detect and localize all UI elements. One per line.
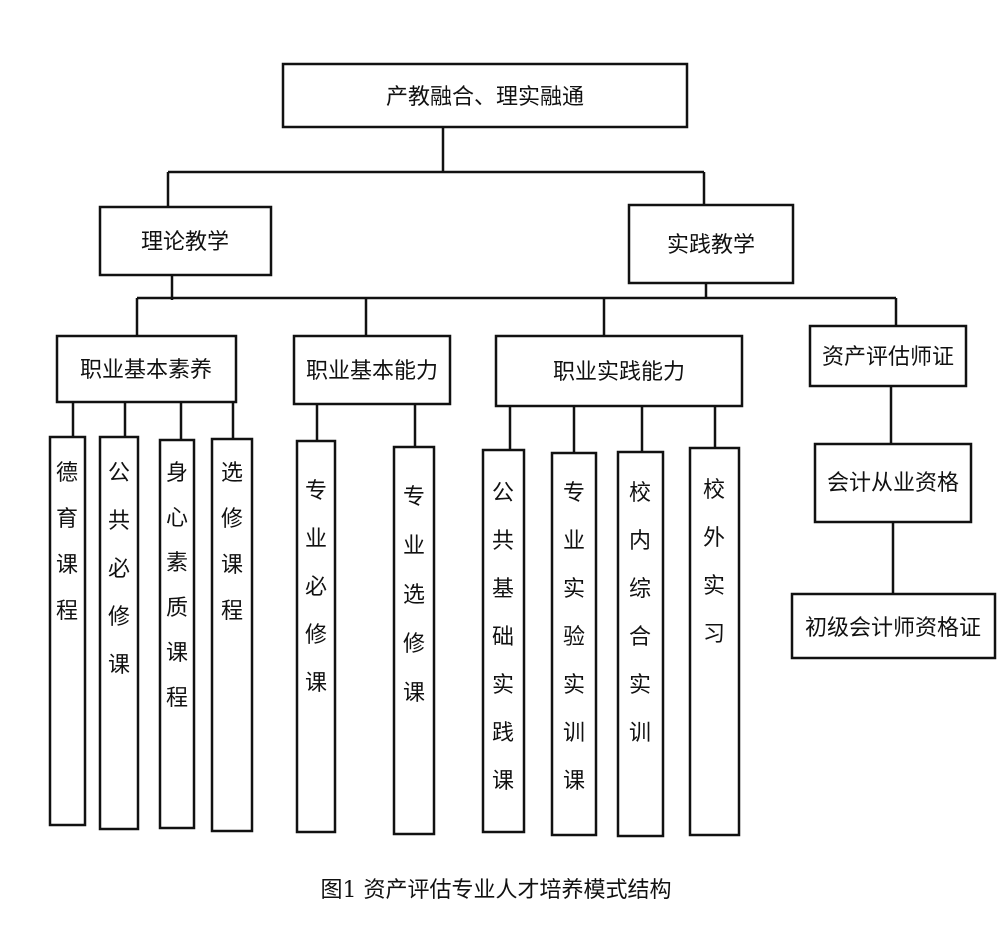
- category-node-suyang: 职业基本素养: [55, 334, 238, 404]
- category-node-nengli: 职业基本能力: [292, 334, 452, 406]
- leaf-box-gonggong-shijian: [481, 448, 526, 834]
- cert-label-chuji-kuaiji: 初级会计师资格证: [805, 616, 981, 641]
- leaf-label-gonggong-shijian: 公共基础实践课: [492, 481, 514, 794]
- branch-label-theory: 理论教学: [141, 230, 229, 255]
- leaf-box-xiaowai: [688, 446, 741, 837]
- category-label-nengli: 职业基本能力: [306, 359, 438, 384]
- leaf-label-deyu: 德育课程: [56, 461, 78, 624]
- branch-label-practice: 实践教学: [667, 233, 755, 258]
- leaf-label-xiaowai: 校外实习: [703, 478, 725, 647]
- leaf-box-xuanxiu: [210, 437, 254, 833]
- category-label-shijian: 职业实践能力: [553, 360, 685, 385]
- root-node: 产教融合、理实融通: [281, 62, 689, 129]
- leaf-box-zhuanye-shixun: [550, 451, 598, 837]
- leaf-box-xiaonei: [616, 450, 665, 838]
- root-label: 产教融合、理实融通: [386, 85, 584, 110]
- leaf-label-zhuanye-xuanxiu: 专业选修课: [403, 485, 425, 706]
- leaf-label-zhuanye-shixun: 专业实验实训课: [563, 481, 585, 794]
- leaf-label-xuanxiu: 选修课程: [221, 461, 243, 624]
- leaf-labels: 德育课程 公共必修课 身心素质课程 选修课程 专业必修课 专业选修课 公共基础实践课 专业实验…: [56, 461, 725, 794]
- cert-label-kuaiji-congye: 会计从业资格: [827, 471, 959, 496]
- cert-node-chuji-kuaiji: 初级会计师资格证: [790, 592, 997, 660]
- branch-node-practice: 实践教学: [627, 203, 795, 285]
- leaf-box-deyu: [48, 435, 87, 827]
- cert-node-kuaiji-congye: 会计从业资格: [813, 442, 973, 524]
- leaf-box-zhuanye-xuanxiu: [392, 445, 436, 836]
- leaf-box-zhuanye-bixiu: [295, 439, 337, 834]
- connector-lines: [71, 127, 898, 594]
- leaf-label-xiaonei: 校内综合实训: [629, 481, 651, 746]
- leaf-box-gonggong-bixiu: [98, 435, 140, 831]
- leaf-label-zhuanye-bixiu: 专业必修课: [305, 479, 327, 696]
- category-label-cert: 资产评估师证: [822, 345, 954, 370]
- leaf-box-shenxin: [158, 438, 196, 830]
- leaf-label-shenxin: 身心素质课程: [166, 461, 188, 711]
- category-node-shijian: 职业实践能力: [494, 334, 744, 408]
- branch-node-theory: 理论教学: [98, 205, 273, 277]
- figure-caption: 图1 资产评估专业人才培养模式结构: [321, 878, 672, 903]
- leaf-label-gonggong-bixiu: 公共必修课: [108, 461, 130, 678]
- category-node-cert: 资产评估师证: [808, 324, 968, 388]
- category-label-suyang: 职业基本素养: [80, 358, 212, 383]
